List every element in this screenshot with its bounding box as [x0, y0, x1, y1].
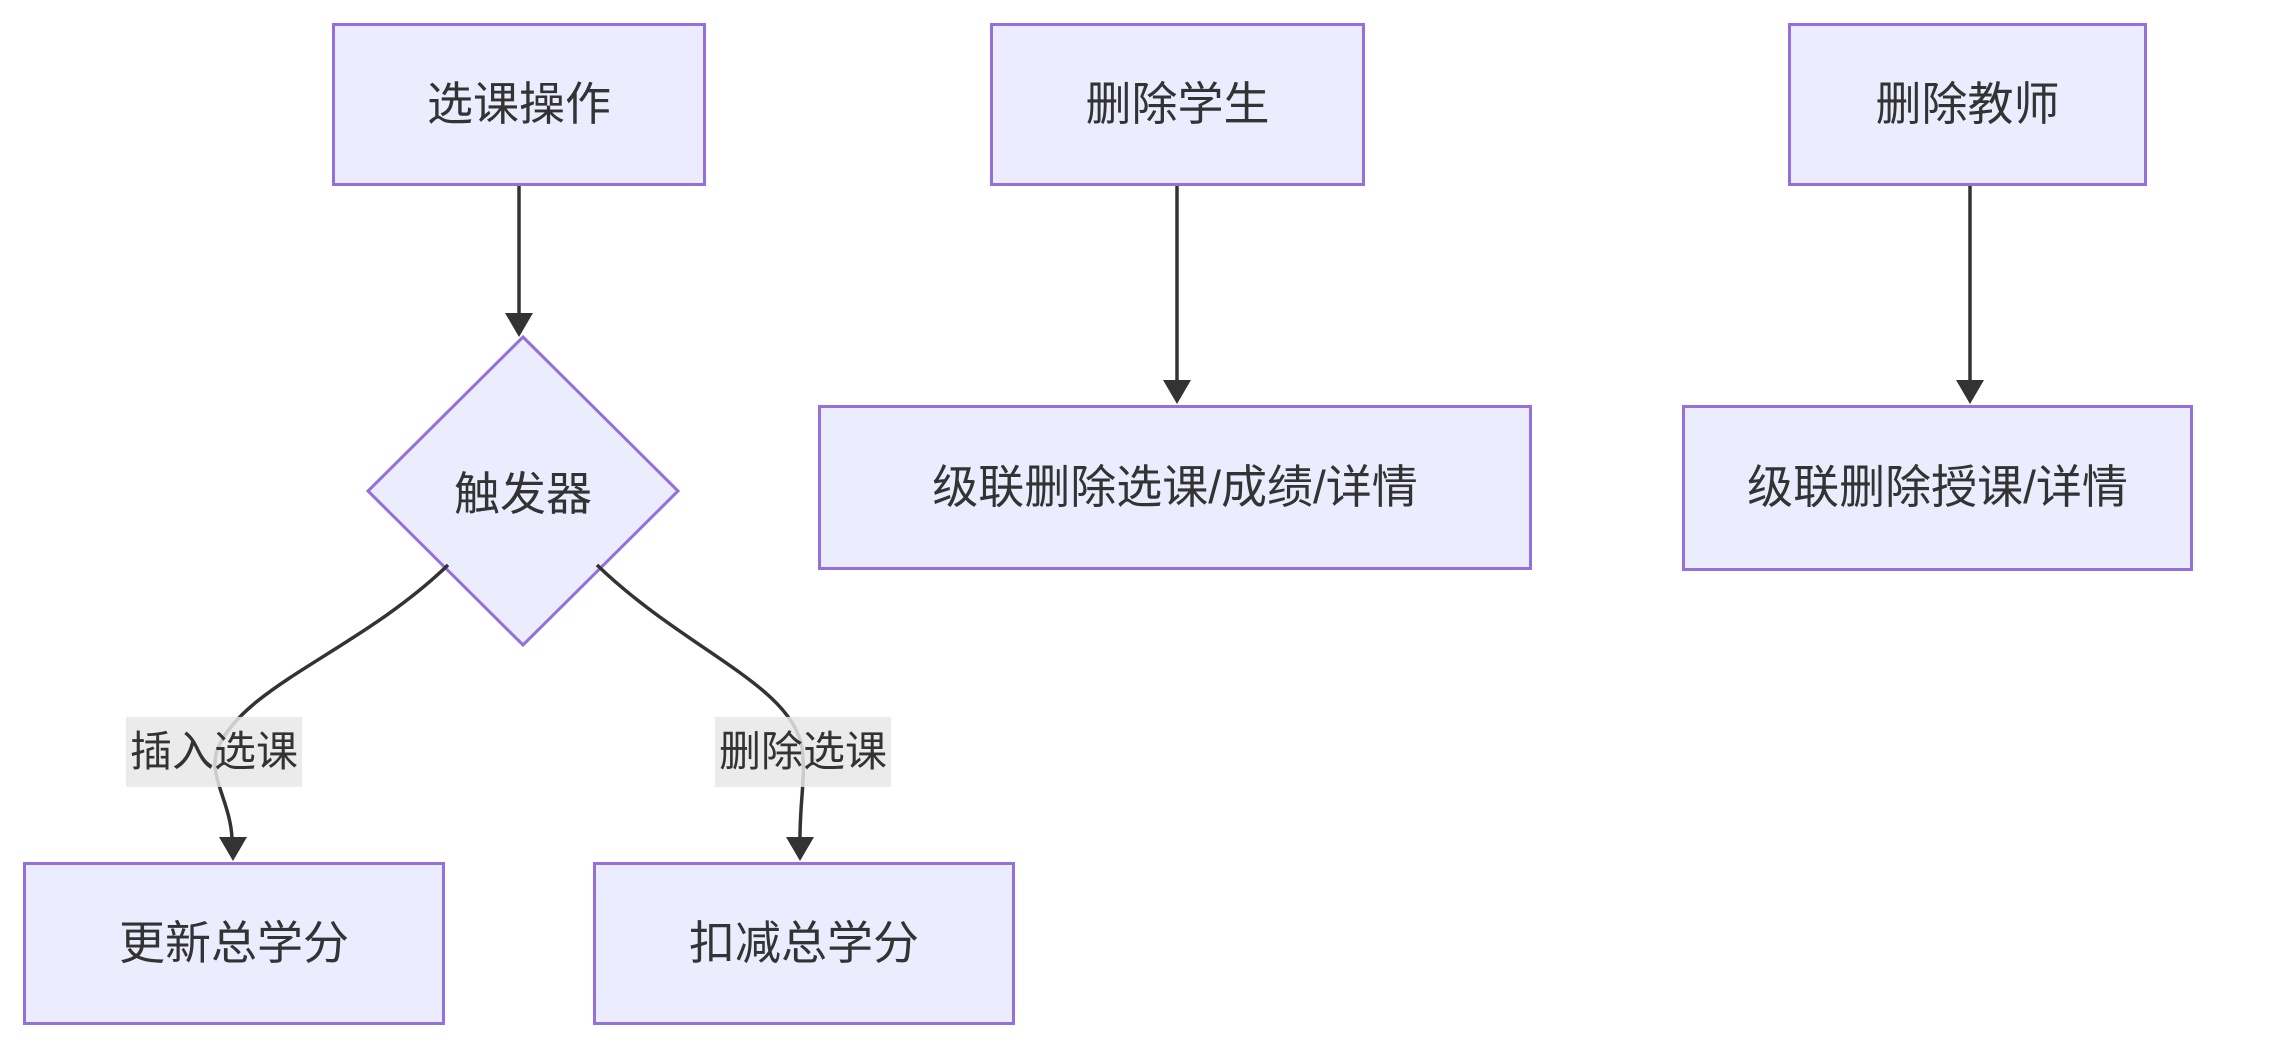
arrowhead-deduct — [786, 837, 814, 861]
edge-trigger-update — [213, 563, 450, 839]
node-update-total-credits: 更新总学分 — [23, 862, 445, 1025]
arrowhead-cascade-teacher — [1956, 380, 1984, 404]
edge-label-insert-enrollment: 插入选课 — [125, 716, 303, 788]
node-deduct-total-credits: 扣减总学分 — [593, 862, 1015, 1025]
edge-trigger-deduct — [595, 563, 806, 839]
edge-label-delete-enrollment: 删除选课 — [714, 716, 892, 788]
node-cascade-delete-student-records: 级联删除选课/成绩/详情 — [818, 405, 1532, 570]
arrowhead-cascade-student — [1163, 380, 1191, 404]
node-delete-teacher: 删除教师 — [1788, 23, 2147, 186]
arrowhead-trigger — [505, 313, 533, 337]
node-cascade-delete-teacher-records: 级联删除授课/详情 — [1682, 405, 2193, 571]
node-delete-student: 删除学生 — [990, 23, 1365, 186]
arrowhead-update — [219, 837, 247, 861]
node-course-operation: 选课操作 — [332, 23, 706, 186]
node-trigger-label: 触发器 — [454, 468, 592, 520]
